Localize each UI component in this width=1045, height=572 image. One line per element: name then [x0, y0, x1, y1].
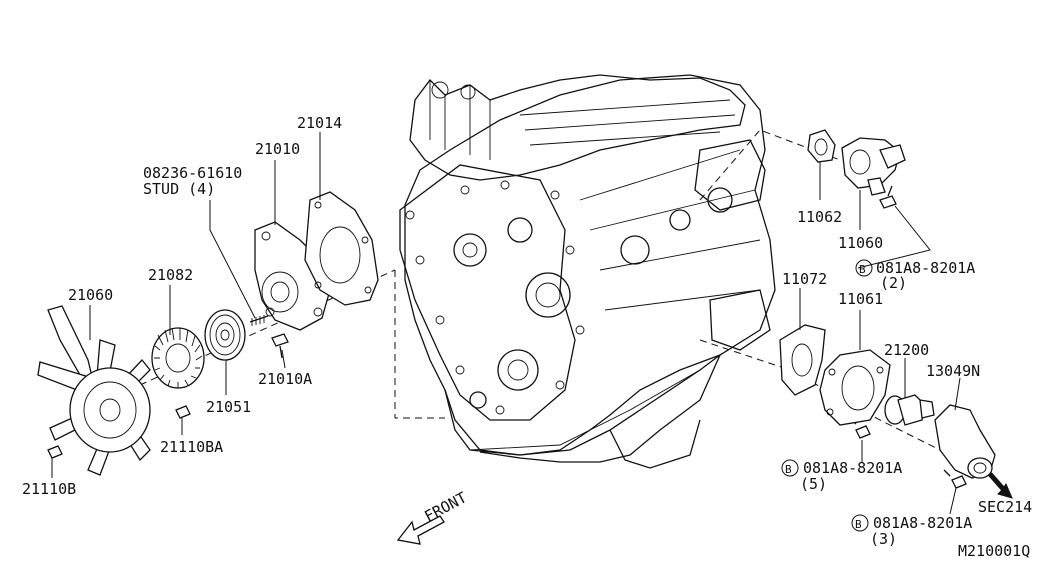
label-13049N: 13049N [926, 362, 980, 380]
label-bolt-3-qty: (3) [870, 530, 897, 548]
bolt-marker-1 [855, 259, 873, 277]
label-21200: 21200 [884, 341, 929, 359]
label-bolt-2-qty: (5) [800, 475, 827, 493]
label-11062: 11062 [797, 208, 842, 226]
label-21014: 21014 [297, 114, 342, 132]
water-pump-pulley [204, 309, 246, 361]
label-21060: 21060 [68, 286, 113, 304]
bolt-marker-label-2: B [785, 463, 792, 476]
front-arrow-icon [396, 515, 445, 545]
label-21010A: 21010A [258, 370, 312, 388]
engine-block [399, 74, 776, 469]
label-bolt-1-code: 081A8-8201A [876, 259, 975, 277]
thermostat [884, 394, 935, 426]
label-11061: 11061 [838, 290, 883, 308]
label-21110BA: 21110BA [160, 438, 223, 456]
fasteners [47, 185, 967, 489]
water-outlet-housing [841, 137, 906, 196]
label-front: FRONT [421, 488, 469, 525]
water-inlet [934, 404, 996, 479]
label-11060: 11060 [838, 234, 883, 252]
bolt-marker-2 [781, 459, 799, 477]
bolt-marker-label-3: B [855, 518, 862, 531]
label-21110B: 21110B [22, 480, 76, 498]
cooling-fan [37, 305, 151, 476]
label-21010: 21010 [255, 140, 300, 158]
outlet-gasket [807, 129, 836, 163]
label-bolt-3-code: 081A8-8201A [873, 514, 972, 532]
water-pump-gasket [304, 191, 379, 306]
label-21082: 21082 [148, 266, 193, 284]
label-21051: 21051 [206, 398, 251, 416]
water-pump [254, 221, 331, 331]
sec214-arrow [988, 472, 1013, 499]
label-bolt-1-qty: (2) [880, 274, 907, 292]
label-stud: STUD (4) [143, 180, 215, 198]
fan-clutch [151, 327, 205, 389]
bolt-marker-3 [851, 514, 869, 532]
label-08236-61610: 08236-61610 [143, 164, 242, 182]
bolt-marker-label-1: B [859, 263, 866, 276]
label-bolt-2-code: 081A8-8201A [803, 459, 902, 477]
thermostat-housing-gasket [779, 324, 826, 396]
thermostat-housing [819, 349, 891, 426]
label-11072: 11072 [782, 270, 827, 288]
diagram-id: M210001Q [958, 542, 1030, 560]
leader-lines [51, 132, 961, 515]
label-sec214: SEC214 [978, 498, 1032, 516]
